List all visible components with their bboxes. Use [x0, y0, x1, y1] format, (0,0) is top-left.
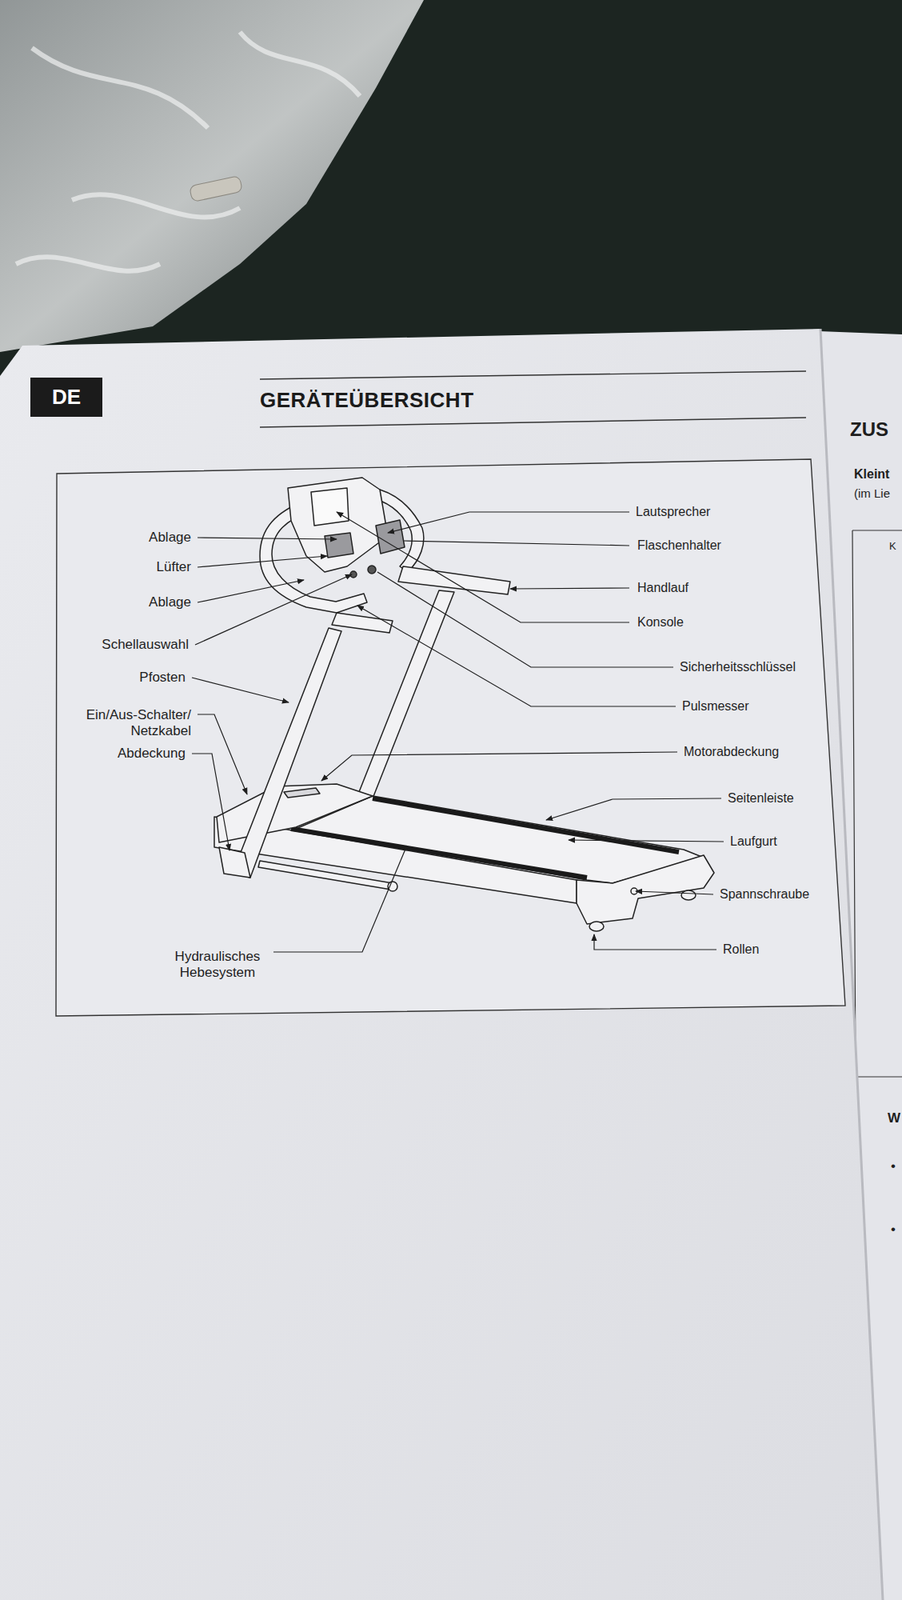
- part-label: Sicherheitsschlüssel: [679, 658, 796, 675]
- part-label: Pulsmesser: [682, 698, 750, 714]
- part-label: Handlauf: [637, 579, 689, 595]
- language-tab: DE: [30, 377, 103, 417]
- screw: [189, 175, 244, 203]
- page-text: ZUS: [850, 418, 889, 442]
- tab-text: DE: [51, 384, 81, 410]
- plastic-bag: [0, 0, 424, 352]
- part-label: Spannschraube: [719, 886, 810, 902]
- page-text: Kleint: [854, 466, 890, 482]
- part-label: Hydraulisches Hebesystem: [165, 948, 270, 982]
- part-label: Motorabdeckung: [683, 743, 779, 759]
- part-label: Seitenleiste: [727, 790, 795, 806]
- part-label: Konsole: [637, 614, 684, 630]
- part-label: Lautsprecher: [635, 503, 711, 519]
- figure-frame: [55, 458, 846, 1016]
- part-label: Laufgurt: [730, 833, 778, 849]
- section-title: GERÄTEÜBERSICHT: [259, 387, 475, 413]
- part-label: Pfosten: [139, 669, 186, 686]
- page-text: K: [889, 539, 897, 553]
- part-label: Lüfter: [156, 558, 192, 575]
- part-label: Ein/Aus-Schalter/ Netzkabel: [71, 706, 192, 740]
- part-label: Ablage: [148, 594, 192, 611]
- part-label: Rollen: [722, 941, 759, 957]
- part-label: Ablage: [148, 529, 192, 546]
- left-page: [0, 328, 883, 1600]
- leader-lines: [191, 511, 724, 952]
- part-label: Schellauswahl: [101, 636, 189, 653]
- page-text: •: [890, 1221, 896, 1238]
- page-text: •: [890, 1157, 896, 1174]
- page-text: W: [887, 1109, 901, 1126]
- part-label: Abdeckung: [117, 745, 186, 762]
- part-label: Flaschenhalter: [637, 537, 722, 553]
- page-text: (im Lie: [854, 486, 891, 501]
